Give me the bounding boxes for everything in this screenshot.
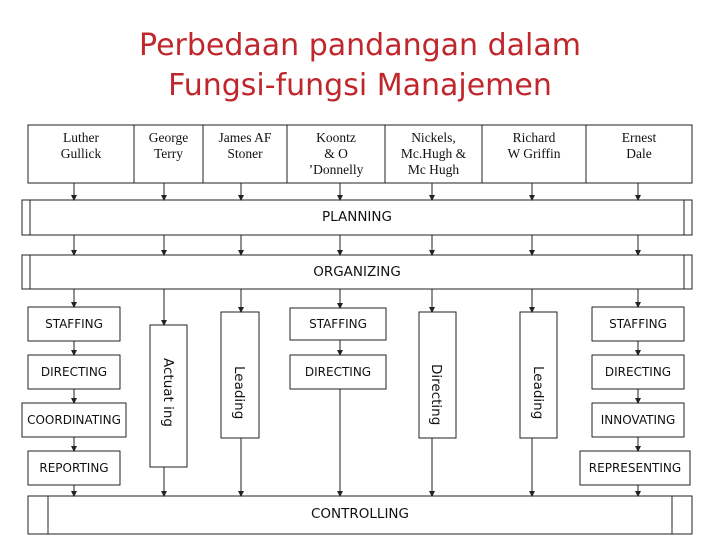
leading-label-2: Leading (530, 366, 546, 420)
middle-staffing-label: STAFFING (309, 317, 367, 331)
directing-label: Directing (428, 364, 444, 426)
title-line-2: Fungsi-fungsi Manajemen (168, 68, 552, 103)
left-directing-label: DIRECTING (40, 365, 108, 379)
controlling-bar (27, 495, 693, 535)
page-title: Perbedaan pandangan dalam Fungsi-fungsi … (0, 26, 720, 106)
actuating-box (149, 324, 188, 468)
leading-box-2 (519, 311, 558, 439)
header-george-terry: George Terry (148, 130, 189, 161)
header-luther-gullick: Luther Gullick (60, 130, 102, 161)
right-representing-box (579, 450, 691, 486)
left-reporting-label: REPORTING (39, 461, 109, 475)
left-coordinating-label: COORDINATING (27, 413, 121, 427)
middle-directing-box (289, 354, 387, 390)
planning-label: PLANNING (322, 209, 392, 225)
header-nickels-mchugh: Nickels, Mc.Hugh & Mc Hugh (400, 130, 467, 177)
actuating-label: Actuat ing (160, 358, 176, 428)
header-richard-griffin: Richard W Griffin (507, 130, 561, 161)
right-staffing-label: STAFFING (609, 317, 667, 331)
right-innovating-label: INNOVATING (600, 413, 676, 427)
directing-box (418, 311, 457, 439)
header-james-stoner: James AF Stoner (218, 130, 272, 161)
leading-label-1: Leading (231, 366, 247, 420)
leading-box-1 (220, 311, 260, 439)
planning-bar (21, 199, 693, 236)
header-table (27, 124, 693, 184)
controlling-label: CONTROLLING (311, 506, 409, 522)
organizing-bar (21, 254, 693, 290)
right-representing-label: REPRESENTING (588, 461, 682, 475)
middle-staffing-box (289, 307, 387, 341)
organizing-label: ORGANIZING (313, 264, 401, 280)
title-line-1: Perbedaan pandangan dalam (139, 28, 581, 63)
header-ernest-dale: Ernest Dale (621, 130, 657, 161)
middle-directing-label: DIRECTING (304, 365, 372, 379)
left-staffing-label: STAFFING (45, 317, 103, 331)
header-koontz-odonnelly: Koontz & O ’Donnelly (308, 130, 364, 177)
right-directing-label: DIRECTING (604, 365, 672, 379)
